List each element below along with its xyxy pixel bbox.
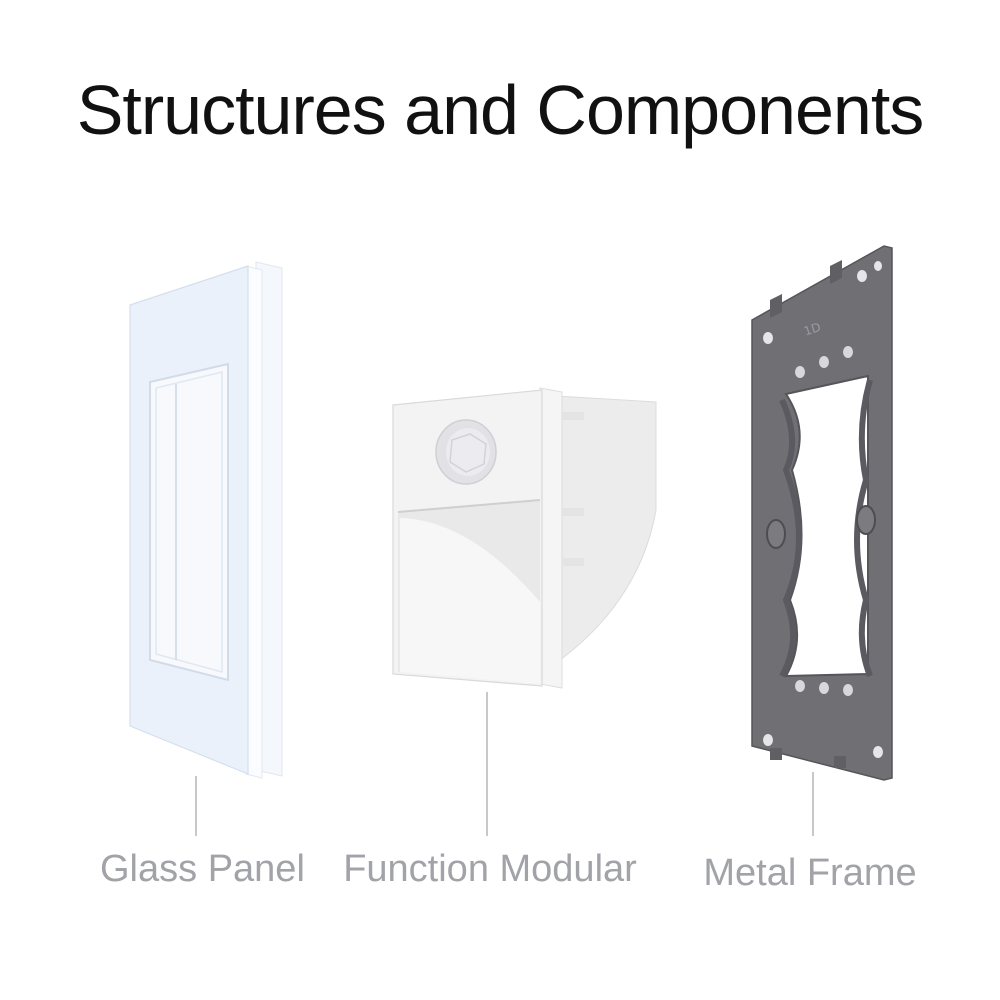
function-module-illustration — [392, 387, 657, 689]
function-modular-label: Function Modular — [343, 848, 637, 890]
page-title: Structures and Components — [76, 71, 925, 149]
metal-frame-illustration: 1D — [751, 245, 893, 781]
metal-frame-label: Metal Frame — [703, 852, 917, 894]
frame-marking: 1D — [802, 320, 822, 339]
glass-panel-label: Glass Panel — [100, 848, 305, 890]
glass-panel-illustration — [129, 261, 283, 779]
